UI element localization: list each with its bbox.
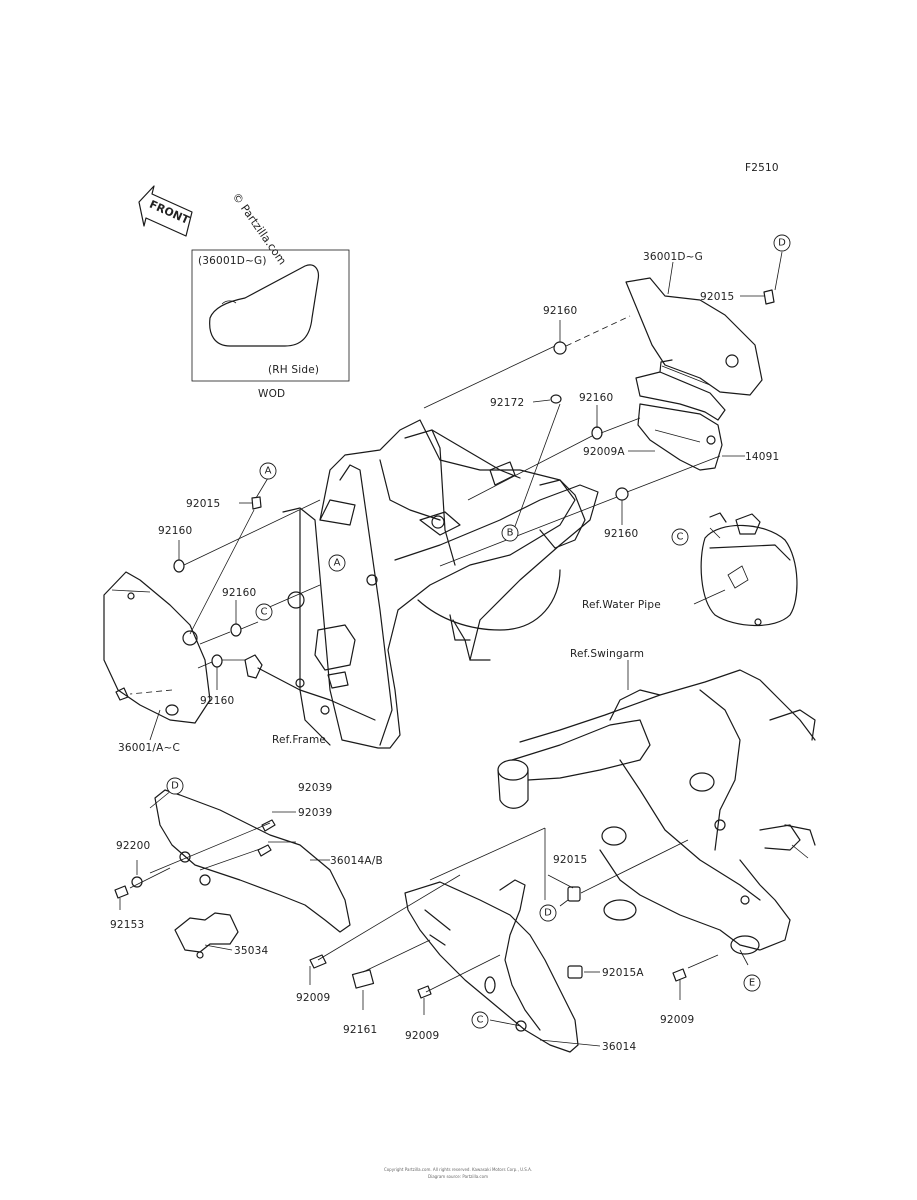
label-ref-frame: Ref.Frame: [272, 734, 326, 746]
label-92160-f: 92160: [200, 695, 234, 707]
label-92172: 92172: [490, 397, 524, 409]
label-ref-water-pipe: Ref.Water Pipe: [582, 599, 661, 611]
footer-line-2: Diagram source: Partzilla.com: [428, 1174, 488, 1179]
front-arrow-icon: FRONT: [138, 185, 193, 237]
label-36014AB: 36014A/B: [330, 855, 383, 867]
frame-assembly: [244, 419, 599, 749]
callout-c-waterpipe: C: [671, 528, 689, 546]
label-92009-b: 92009: [405, 1030, 439, 1042]
callout-e: E: [743, 974, 761, 992]
svg-text:D: D: [544, 908, 552, 919]
label-36014: 36014: [602, 1041, 637, 1053]
figure-code: F2510: [745, 162, 779, 174]
svg-text:C: C: [677, 532, 684, 543]
svg-text:B: B: [507, 528, 514, 539]
bracket-14091: [637, 403, 723, 471]
callout-d-mid: D: [539, 904, 557, 922]
svg-text:A: A: [265, 466, 272, 477]
label-92009-a: 92009: [296, 992, 330, 1004]
callout-c-lower: C: [471, 1011, 489, 1029]
callout-a-frame: A: [328, 554, 346, 572]
callout-a-left: A: [259, 462, 277, 480]
label-ref-swingarm: Ref.Swingarm: [570, 648, 644, 660]
svg-text:C: C: [261, 607, 268, 618]
label-92160-d: 92160: [158, 525, 192, 537]
left-side-cover: [103, 571, 211, 724]
callout-d-top: D: [773, 234, 791, 252]
inset-caption: WOD: [258, 388, 285, 400]
label-92015-mid: 92015: [553, 854, 587, 866]
svg-text:D: D: [778, 238, 786, 249]
label-92200: 92200: [116, 840, 150, 852]
callout-b-frame: B: [501, 524, 519, 542]
label-92015A: 92015A: [602, 967, 644, 979]
label-92009-c: 92009: [660, 1014, 694, 1026]
label-92039-b: 92039: [298, 807, 332, 819]
right-side-cover: [625, 277, 763, 421]
label-92009A: 92009A: [583, 446, 625, 458]
label-92160-c: 92160: [604, 528, 638, 540]
swingarm-assembly: [497, 669, 816, 955]
label-36001DG: 36001D~G: [643, 251, 703, 263]
svg-text:E: E: [749, 978, 755, 989]
label-92160-b: 92160: [579, 392, 613, 404]
lower-cover-36014AB: [154, 789, 351, 959]
inset-part-label: (36001D~G): [198, 255, 267, 267]
inset-side-label: (RH Side): [268, 364, 319, 376]
leader-lines: [119, 251, 809, 1047]
label-92039-a: 92039: [298, 782, 332, 794]
svg-text:D: D: [171, 781, 179, 792]
label-92160-e: 92160: [222, 587, 256, 599]
footer-line-1: Copyright Partzilla.com. All rights rese…: [384, 1167, 532, 1172]
lower-cover-36014: [404, 879, 579, 1053]
label-92160-a: 92160: [543, 305, 577, 317]
label-92161: 92161: [343, 1024, 377, 1036]
label-92153: 92153: [110, 919, 144, 931]
callout-d-lower: D: [166, 777, 184, 795]
water-pipe-cover: [700, 512, 798, 627]
inset-box: (36001D~G) (RH Side) WOD: [191, 249, 350, 400]
label-36001AC: 36001/A~C: [118, 742, 180, 754]
callout-c-left: C: [255, 603, 273, 621]
svg-text:A: A: [334, 558, 341, 569]
svg-text:C: C: [477, 1015, 484, 1026]
label-92015-left: 92015: [186, 498, 220, 510]
label-14091: 14091: [745, 451, 779, 463]
label-35034: 35034: [234, 945, 269, 957]
fasteners: [114, 289, 775, 999]
part-labels: 36001D~G 92015 92160 92172 92160 92009A …: [110, 251, 779, 1053]
label-92015-top: 92015: [700, 291, 734, 303]
